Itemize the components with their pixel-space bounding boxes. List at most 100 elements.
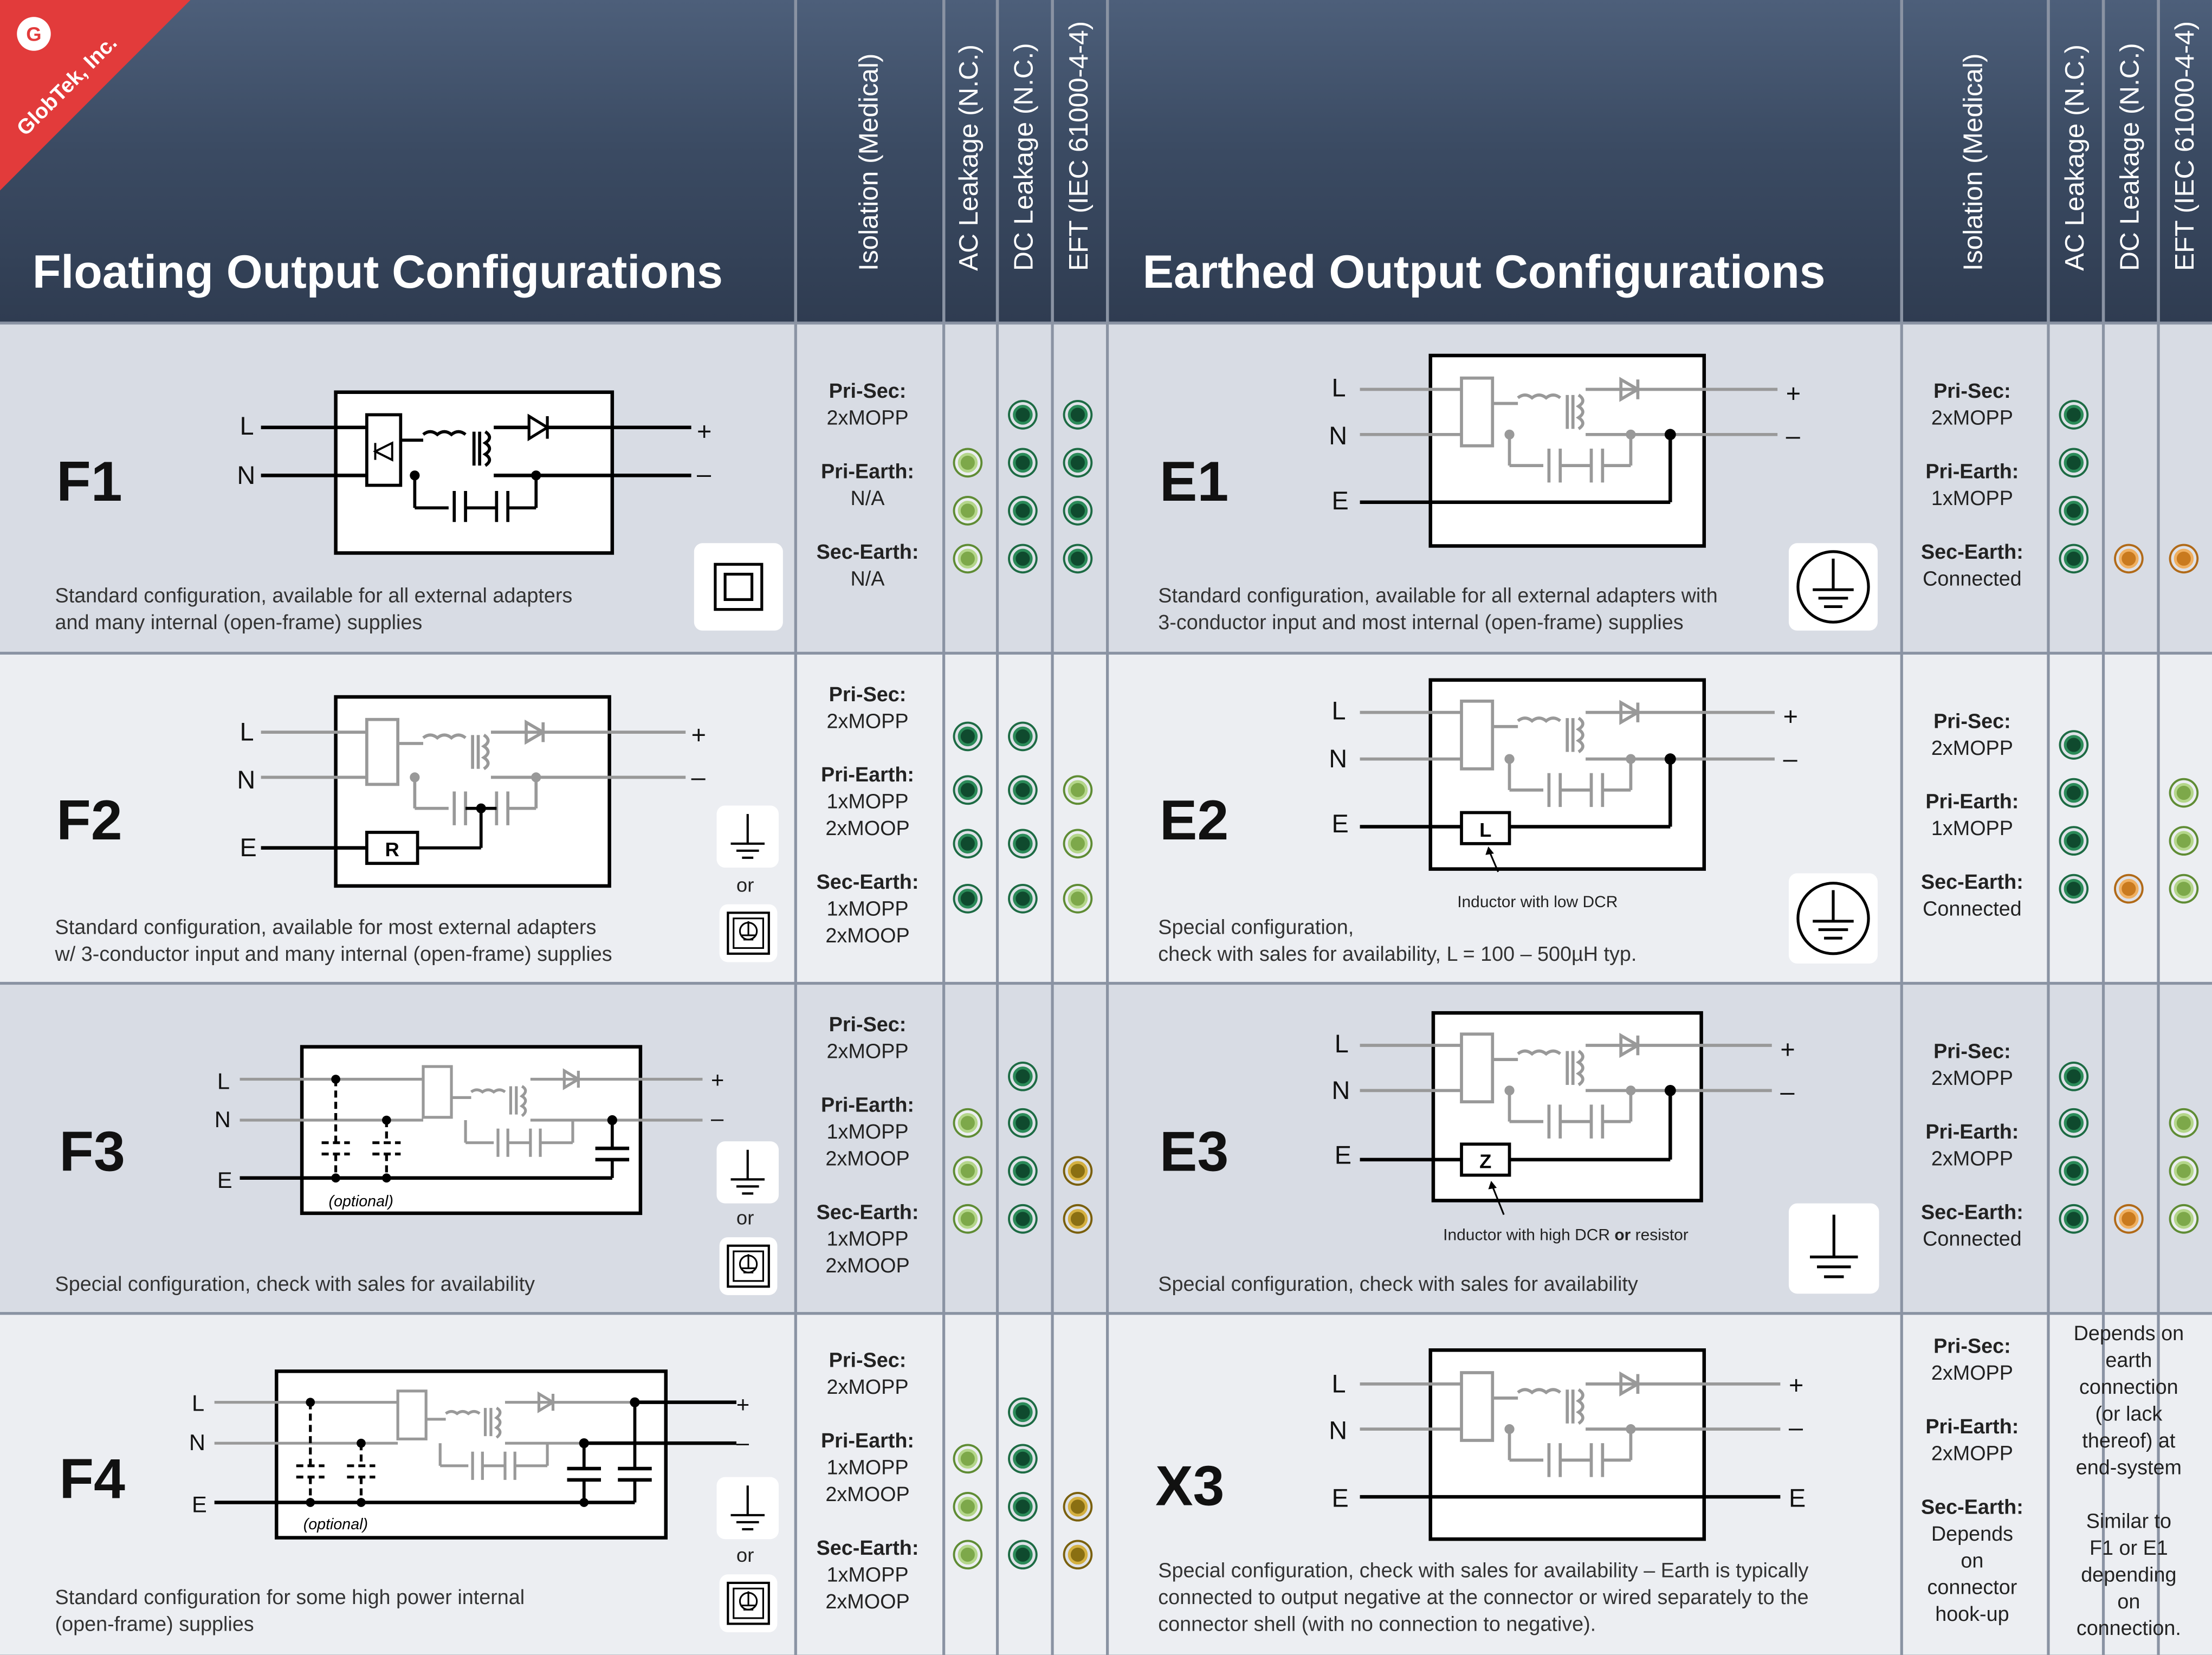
or-text: or (736, 873, 754, 896)
desc-f4: Standard configuration for some high pow… (55, 1587, 525, 1637)
desc-e2: Special configuration,check with sales f… (1158, 917, 1637, 967)
status-dot (958, 889, 978, 909)
status-dot (958, 501, 978, 521)
col-dc-floating: DC Leakage (N.C.) (995, 0, 1051, 322)
status-dot (1013, 1402, 1033, 1423)
svg-text:N: N (215, 1107, 231, 1132)
status-dot (1068, 1161, 1088, 1181)
col-dc-earthed: DC Leakage (N.C.) (2101, 0, 2157, 322)
e2-annotation: Inductor with low DCR (1457, 894, 1618, 911)
schematic-f4: LNE +– (optional) (189, 1369, 749, 1540)
status-dot (2064, 405, 2084, 425)
protective-earth-icon (1788, 543, 1878, 631)
status-dot (1013, 1066, 1033, 1087)
status-dot (2064, 501, 2084, 521)
status-dot (2064, 452, 2084, 473)
status-dot (1013, 1161, 1033, 1181)
brand-logo-icon (17, 17, 51, 51)
svg-text:–: – (1783, 745, 1798, 773)
iso-e2: Pri-Sec:2xMOPP Pri-Earth:1xMOPP Sec-Eart… (1921, 711, 2023, 921)
schematic-f2: LNE +– R (237, 695, 706, 888)
status-dot (958, 1497, 978, 1517)
earth-icon (716, 1477, 779, 1540)
status-dot (1068, 548, 1088, 569)
status-dot (958, 833, 978, 854)
chassis-earth-icon (719, 904, 778, 962)
status-dot (2174, 548, 2194, 569)
status-dot (2174, 878, 2194, 899)
svg-text:+: + (1789, 1371, 1803, 1399)
schematic-f3: LNE +– (optional) (215, 1045, 724, 1216)
schematic-x3: LNE +–E (1329, 1348, 1806, 1541)
status-dot (2174, 1161, 2194, 1181)
status-dot (1068, 501, 1088, 521)
status-dot (1013, 452, 1033, 473)
status-dot (1068, 452, 1088, 473)
status-dot (958, 780, 978, 800)
svg-text:+: + (691, 721, 706, 749)
col-isolation-earthed: Isolation (Medical) (1900, 0, 2047, 322)
status-dot (1068, 405, 1088, 425)
status-dot (2119, 548, 2139, 569)
config-label-e1: E1 (1159, 451, 1229, 514)
svg-text:–: – (711, 1105, 724, 1130)
svg-text:L: L (1479, 819, 1491, 841)
col-ac-floating: AC Leakage (N.C.) (942, 0, 996, 322)
earthed-header: Earthed Output Configurations (1105, 0, 1900, 322)
col-eft-floating: EFT (IEC 61000-4-4) (1051, 0, 1106, 322)
chassis-earth-icon (719, 1574, 778, 1633)
svg-text:E: E (1335, 1141, 1351, 1169)
svg-text:–: – (1789, 1413, 1803, 1441)
status-dot (2064, 1113, 2084, 1133)
svg-text:L: L (1332, 697, 1346, 725)
status-dot (1013, 405, 1033, 425)
config-label-e2: E2 (1159, 790, 1229, 852)
status-dot (958, 1449, 978, 1469)
iso-e1: Pri-Sec:2xMOPP Pri-Earth:1xMOPP Sec-Eart… (1921, 380, 2023, 591)
status-dot (958, 548, 978, 569)
col-isolation-floating: Isolation (Medical) (794, 0, 943, 322)
status-dot (2119, 878, 2139, 899)
config-label-f3: F3 (59, 1121, 125, 1184)
svg-text:N: N (1329, 1416, 1347, 1444)
svg-text:N: N (1329, 745, 1347, 773)
svg-text:E: E (192, 1492, 207, 1517)
config-label-f4: F4 (59, 1449, 125, 1511)
svg-text:+: + (1786, 379, 1801, 408)
status-dot (2174, 831, 2194, 851)
status-dot (958, 726, 978, 747)
svg-text:E: E (1332, 487, 1349, 515)
desc-f2: Standard configuration, available for mo… (55, 917, 612, 967)
svg-text:N: N (237, 461, 255, 489)
config-label-e3: E3 (1159, 1121, 1229, 1184)
status-dot (1013, 833, 1033, 854)
status-dot (1068, 1544, 1088, 1565)
status-dot (2064, 878, 2084, 899)
svg-text:+: + (697, 417, 712, 445)
e3-annotation: Inductor with high DCR or resistor (1443, 1227, 1689, 1245)
status-dot (958, 1544, 978, 1565)
svg-text:N: N (237, 766, 255, 794)
status-dot (2174, 1209, 2194, 1229)
config-label-x3: X3 (1155, 1456, 1225, 1518)
status-dot (1068, 780, 1088, 800)
status-dot (2174, 1113, 2194, 1133)
svg-text:–: – (1780, 1078, 1795, 1106)
brand-ribbon: G GlobTek, Inc. (0, 0, 191, 191)
svg-text:+: + (736, 1392, 749, 1417)
status-dot (958, 1209, 978, 1229)
svg-text:E: E (1332, 1484, 1349, 1512)
svg-text:–: – (736, 1430, 749, 1455)
svg-text:–: – (697, 460, 712, 488)
svg-text:G: G (26, 23, 41, 45)
status-dot (958, 452, 978, 473)
status-dot (2064, 783, 2084, 803)
status-dot (2064, 735, 2084, 755)
status-dot (2119, 1209, 2139, 1229)
chassis-earth-icon (719, 1237, 778, 1295)
status-dot (2064, 1066, 2084, 1087)
status-dot (2064, 548, 2084, 569)
